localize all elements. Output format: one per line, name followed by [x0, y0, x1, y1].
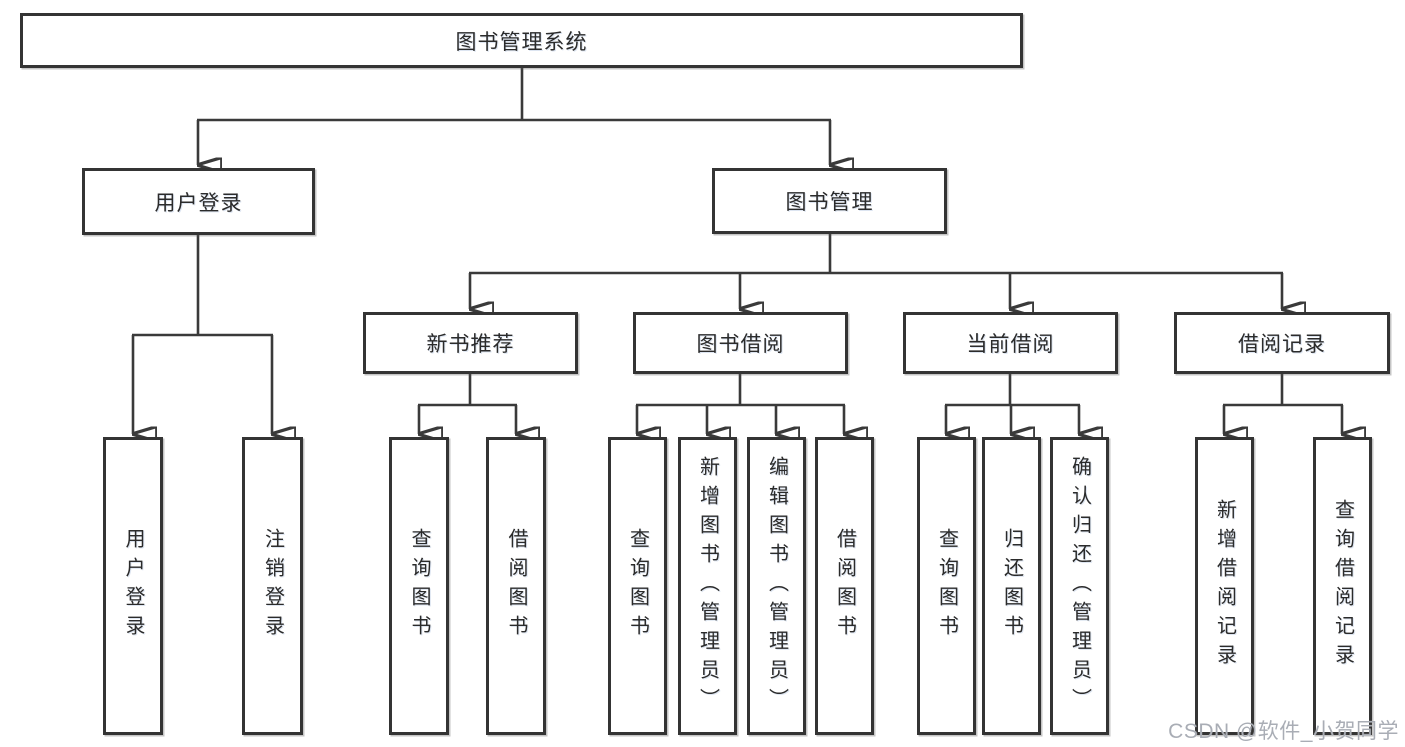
leaf-logout-label: 注销登录 — [261, 528, 284, 644]
leaf-current-return-books-label: 归还图书 — [1000, 528, 1023, 644]
node-user-login-label: 用户登录 — [154, 191, 243, 215]
node-book-borrow: 图书借阅 — [633, 312, 848, 374]
leaf-current-query-books: 查询图书 — [917, 437, 976, 735]
connector-current-borrow — [944, 373, 1080, 434]
leaf-recommend-query-books-label: 查询图书 — [408, 528, 430, 644]
leaf-borrow-add-books-admin-label: 新增图书（管理员） — [696, 455, 719, 717]
leaf-records-query-record: 查询借阅记录 — [1313, 437, 1372, 735]
leaf-recommend-query-books: 查询图书 — [389, 437, 449, 735]
leaf-records-add-record: 新增借阅记录 — [1195, 437, 1254, 735]
leaf-recommend-borrow-books-label: 借阅图书 — [505, 528, 527, 644]
leaf-user-login: 用户登录 — [103, 437, 163, 735]
leaf-borrow-edit-books-admin-label: 编辑图书（管理员） — [765, 455, 788, 717]
node-book-management-label: 图书管理 — [785, 191, 874, 214]
node-book-management: 图书管理 — [712, 168, 947, 234]
node-current-borrow: 当前借阅 — [903, 312, 1118, 374]
leaf-current-return-books: 归还图书 — [982, 437, 1041, 735]
leaf-borrow-add-books-admin: 新增图书（管理员） — [678, 437, 737, 735]
leaf-recommend-borrow-books: 借阅图书 — [486, 437, 546, 735]
node-current-borrow-label: 当前借阅 — [966, 333, 1055, 356]
leaf-borrow-borrow-books: 借阅图书 — [815, 437, 874, 735]
node-root-system: 图书管理系统 — [20, 13, 1023, 68]
leaf-borrow-borrow-books-label: 借阅图书 — [833, 528, 856, 644]
node-book-borrow-label: 图书借阅 — [696, 333, 785, 356]
leaf-current-confirm-return-admin: 确认归还（管理员） — [1050, 437, 1109, 735]
node-new-book-recommend-label: 新书推荐 — [426, 333, 515, 356]
connector-book-borrow — [635, 373, 845, 434]
connector-root — [196, 68, 831, 165]
leaf-records-query-record-label: 查询借阅记录 — [1331, 499, 1354, 673]
leaf-current-confirm-return-admin-label: 确认归还（管理员） — [1068, 455, 1091, 717]
connector-new-book-recommend — [417, 373, 517, 434]
leaf-user-login-label: 用户登录 — [122, 528, 144, 644]
connector-borrow-records — [1222, 373, 1343, 434]
node-root-system-label: 图书管理系统 — [455, 30, 588, 54]
node-new-book-recommend: 新书推荐 — [363, 312, 578, 374]
connector-book-management — [468, 233, 1283, 309]
connector-user-login — [131, 235, 273, 434]
node-borrow-records: 借阅记录 — [1174, 312, 1390, 374]
leaf-borrow-query-books-label: 查询图书 — [626, 528, 649, 644]
leaf-records-add-record-label: 新增借阅记录 — [1213, 499, 1236, 673]
leaf-current-query-books-label: 查询图书 — [935, 528, 958, 644]
node-user-login: 用户登录 — [82, 168, 315, 235]
leaf-borrow-query-books: 查询图书 — [608, 437, 667, 735]
leaf-logout: 注销登录 — [242, 437, 303, 735]
node-borrow-records-label: 借阅记录 — [1238, 333, 1326, 356]
leaf-borrow-edit-books-admin: 编辑图书（管理员） — [747, 437, 806, 735]
